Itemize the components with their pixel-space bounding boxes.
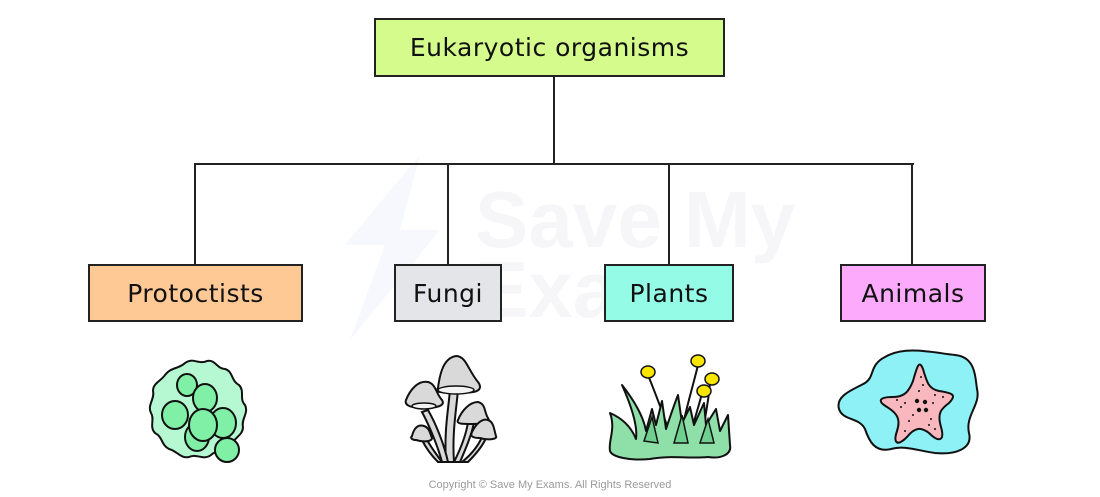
- branch-line-animals: [911, 163, 913, 265]
- horizontal-branch-line: [194, 163, 914, 165]
- node-fungi: Fungi: [394, 264, 502, 322]
- node-protoctists: Protoctists: [88, 264, 303, 322]
- node-label: Plants: [629, 278, 709, 308]
- copyright-text: Copyright © Save My Exams. All Rights Re…: [428, 479, 672, 491]
- root-node-label: Eukaryotic organisms: [409, 33, 690, 62]
- grass-flowers-icon: [608, 354, 732, 461]
- root-stem-line: [553, 76, 555, 164]
- protoctist-cell-icon: [148, 359, 248, 463]
- branch-line-fungi: [447, 163, 449, 265]
- node-plants: Plants: [604, 264, 734, 322]
- mushrooms-icon: [404, 354, 498, 463]
- node-label: Fungi: [412, 278, 484, 308]
- branch-line-plants: [668, 163, 670, 265]
- node-label: Protoctists: [127, 278, 264, 308]
- watermark-logo-icon: [345, 155, 440, 340]
- branch-line-protoctists: [194, 163, 196, 265]
- starfish-icon: [837, 349, 979, 455]
- node-animals: Animals: [840, 264, 986, 322]
- root-node-eukaryotic-organisms: Eukaryotic organisms: [374, 18, 725, 77]
- node-label: Animals: [861, 278, 965, 308]
